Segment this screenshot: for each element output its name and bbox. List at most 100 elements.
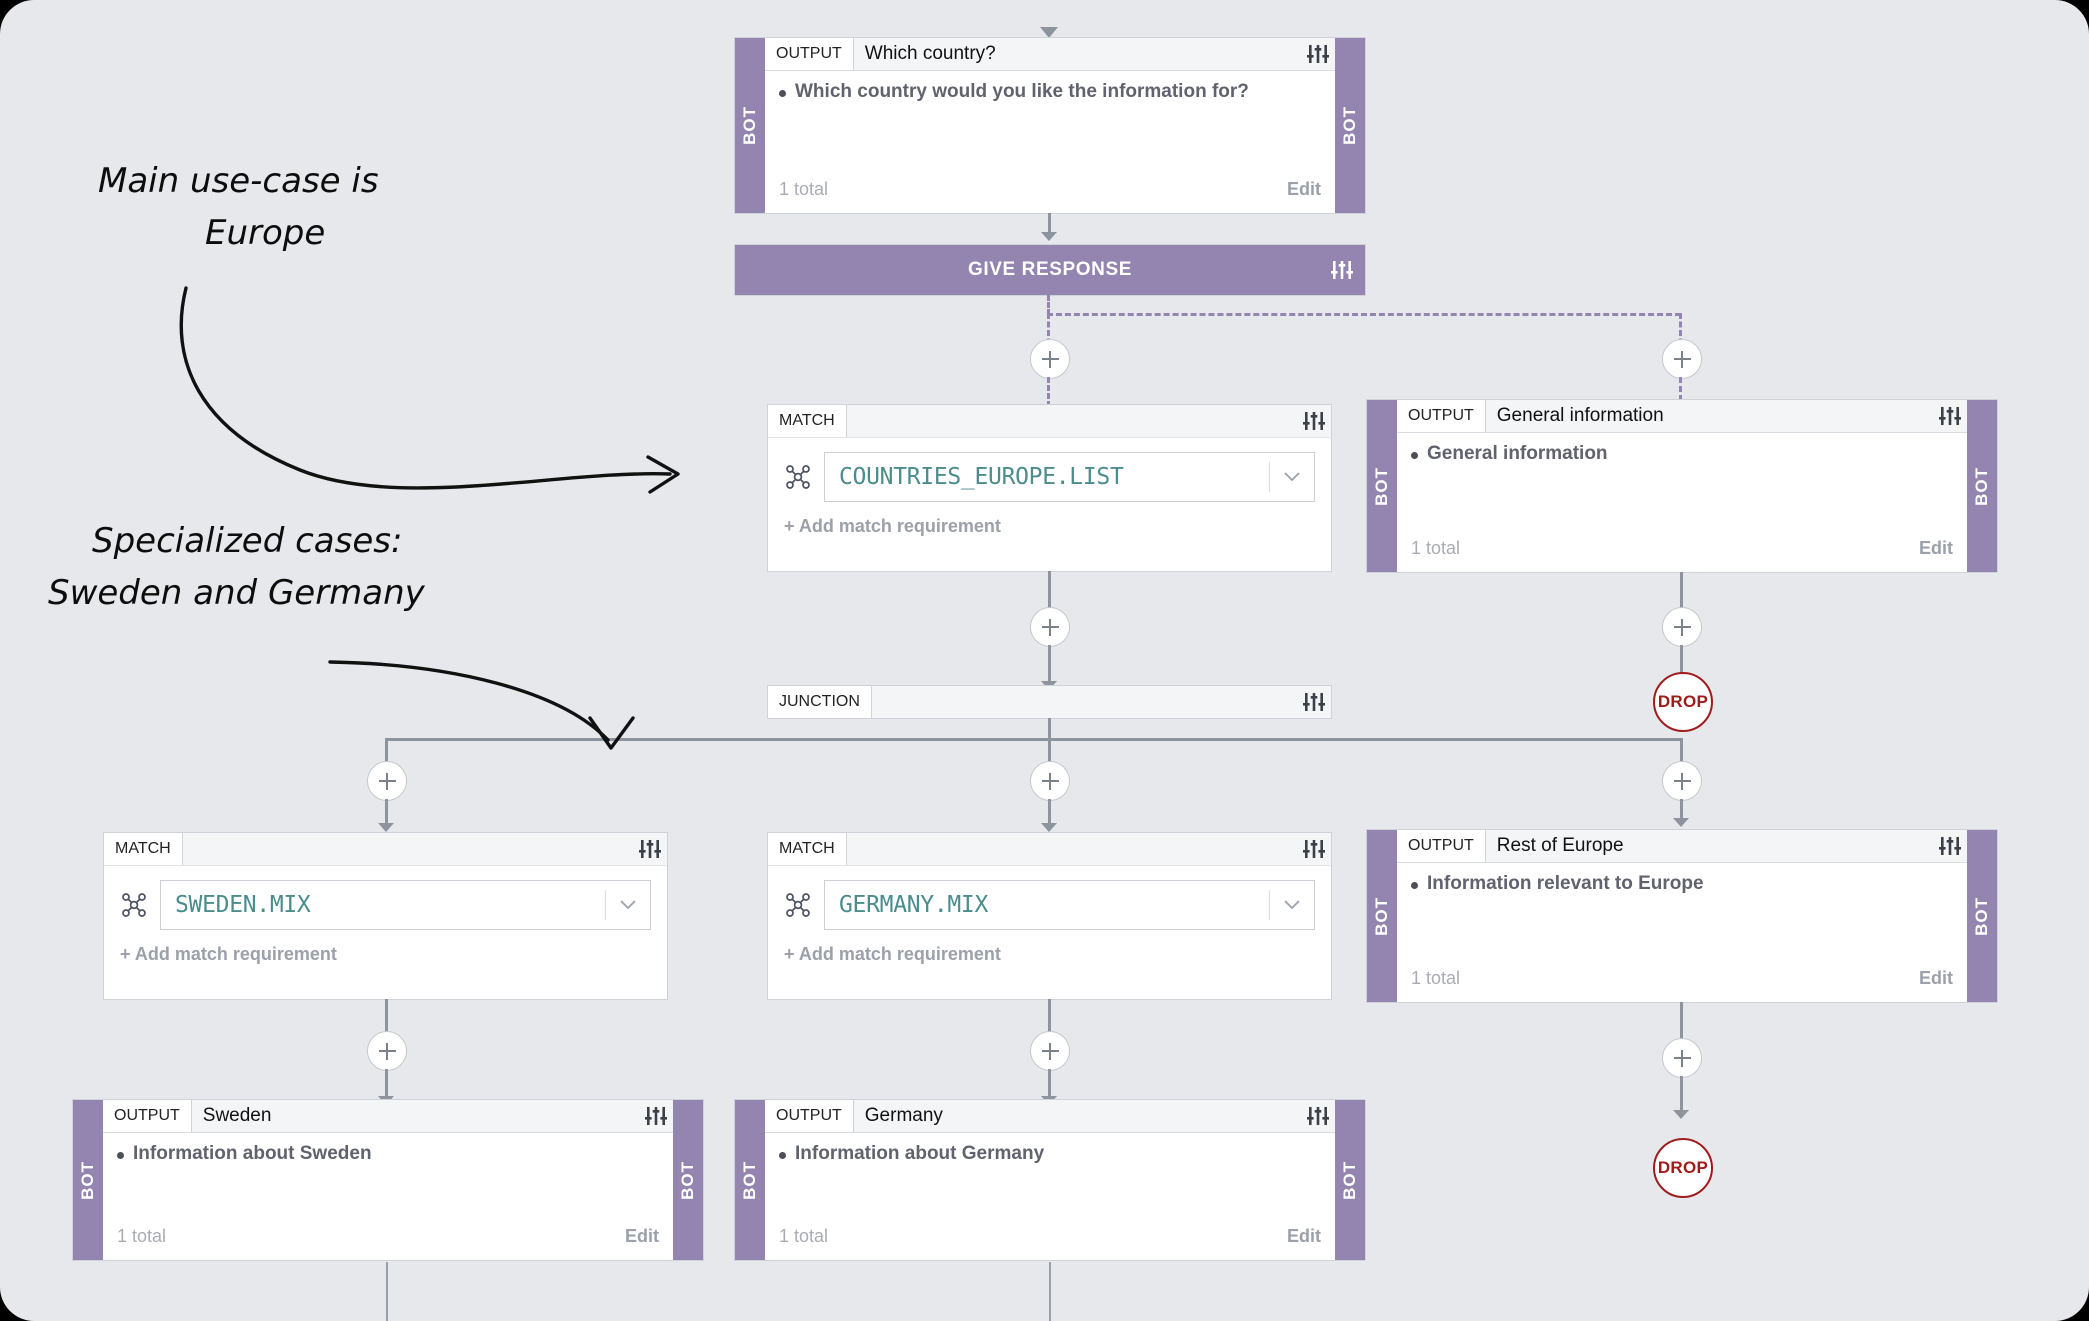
connector-line <box>385 1069 388 1101</box>
chevron-down-icon[interactable] <box>1270 472 1314 482</box>
match-value-select[interactable]: GERMANY.MIX <box>824 880 1315 930</box>
connector-line <box>1048 1069 1051 1101</box>
node-output-rest-of-europe[interactable]: BOT OUTPUT Rest of Europe Information re… <box>1367 830 1997 1002</box>
connector-line <box>1048 799 1051 827</box>
add-step-button[interactable] <box>367 1031 407 1071</box>
match-value-select[interactable]: COUNTRIES_EUROPE.LIST <box>824 452 1315 502</box>
bot-rail-left: BOT <box>1367 830 1397 1002</box>
bullet-item: Information about Germany <box>779 1143 1321 1166</box>
bullet-dot-icon <box>779 90 786 97</box>
sliders-icon[interactable] <box>1933 400 1967 432</box>
add-match-requirement-link[interactable]: + Add match requirement <box>784 944 1001 964</box>
connector-line <box>386 1262 388 1321</box>
node-title[interactable]: Germany <box>864 1105 943 1126</box>
node-junction[interactable]: JUNCTION <box>768 686 1331 718</box>
node-type-tag: JUNCTION <box>768 686 872 718</box>
node-content: Which country would you like the informa… <box>765 71 1335 171</box>
node-match-countries-europe[interactable]: MATCH <box>768 405 1331 571</box>
match-value: GERMANY.MIX <box>839 892 989 918</box>
node-header: MATCH <box>768 833 1331 866</box>
add-step-button[interactable] <box>1662 1038 1702 1078</box>
node-drop-general[interactable]: DROP <box>1653 672 1713 732</box>
add-step-button[interactable] <box>1030 1031 1070 1071</box>
sliders-icon[interactable] <box>1301 38 1335 70</box>
sliders-icon[interactable] <box>633 833 667 865</box>
node-match-sweden[interactable]: MATCH <box>104 833 667 999</box>
node-title[interactable]: Which country? <box>864 43 996 64</box>
total-count: 1 total <box>779 1225 829 1246</box>
bullet-item: Which country would you like the informa… <box>779 81 1321 104</box>
total-count: 1 total <box>1411 537 1461 558</box>
node-output-germany[interactable]: BOT OUTPUT Germany Information about Ger… <box>735 1100 1365 1260</box>
node-title[interactable]: Sweden <box>202 1105 272 1126</box>
add-match-requirement-link[interactable]: + Add match requirement <box>120 944 337 964</box>
flow-arrow-top <box>1040 27 1058 38</box>
add-step-button[interactable] <box>1662 339 1702 379</box>
drop-label: DROP <box>1657 1158 1709 1177</box>
sliders-icon[interactable] <box>639 1100 673 1132</box>
node-give-response[interactable]: GIVE RESPONSE <box>735 245 1365 295</box>
bullet-text: Information about Sweden <box>133 1143 372 1164</box>
node-header: OUTPUT General information <box>1397 400 1967 433</box>
connector-line <box>1680 799 1683 821</box>
edit-link[interactable]: Edit <box>1919 967 1953 988</box>
add-step-button[interactable] <box>1030 339 1070 379</box>
give-response-label: GIVE RESPONSE <box>967 259 1133 280</box>
node-output-general-information[interactable]: BOT OUTPUT General information General i… <box>1367 400 1997 572</box>
node-content: General information <box>1397 433 1967 530</box>
edit-link[interactable]: Edit <box>1919 537 1953 558</box>
annotation-europe-line2: Europe <box>205 213 326 253</box>
node-match-germany[interactable]: MATCH <box>768 833 1331 999</box>
node-output-which-country[interactable]: BOT OUTPUT Which country? Which country … <box>735 38 1365 213</box>
divider <box>1269 462 1270 492</box>
node-title[interactable]: General information <box>1496 405 1664 426</box>
sliders-icon[interactable] <box>1325 245 1359 295</box>
drop-label: DROP <box>1657 692 1709 711</box>
match-requirement-row: SWEDEN.MIX <box>120 880 651 930</box>
chevron-down-icon[interactable] <box>1270 900 1314 910</box>
node-body: OUTPUT Germany Information about Germany <box>765 1100 1335 1260</box>
node-body: GERMANY.MIX + Add match requirement <box>768 866 1331 999</box>
edit-link[interactable]: Edit <box>1287 1225 1321 1246</box>
sliders-icon[interactable] <box>1297 686 1331 718</box>
connector-arrow <box>1041 681 1057 690</box>
node-drop-rest-of-europe[interactable]: DROP <box>1653 1138 1713 1198</box>
edit-link[interactable]: Edit <box>1287 178 1321 199</box>
bullet-dot-icon <box>779 1152 786 1159</box>
divider <box>605 890 606 920</box>
connector-arrow <box>1041 232 1057 241</box>
connector-line <box>385 799 388 827</box>
match-requirement-row: COUNTRIES_EUROPE.LIST <box>784 452 1315 502</box>
match-value: SWEDEN.MIX <box>175 892 311 918</box>
network-graph-icon <box>784 463 812 491</box>
sliders-icon[interactable] <box>1297 833 1331 865</box>
add-step-button[interactable] <box>1030 761 1070 801</box>
node-header: OUTPUT Sweden <box>103 1100 673 1133</box>
edit-link[interactable]: Edit <box>625 1225 659 1246</box>
bot-rail-right: BOT <box>1335 1100 1365 1260</box>
sliders-icon[interactable] <box>1297 405 1331 437</box>
node-header: MATCH <box>768 405 1331 438</box>
node-footer: 1 total Edit <box>1397 960 1967 1002</box>
add-step-button[interactable] <box>1662 761 1702 801</box>
match-requirement-row: GERMANY.MIX <box>784 880 1315 930</box>
node-header: OUTPUT Which country? <box>765 38 1335 71</box>
node-type-tag: OUTPUT <box>765 38 854 70</box>
total-count: 1 total <box>117 1225 167 1246</box>
connector-dashed <box>1679 313 1682 353</box>
add-match-requirement-link[interactable]: + Add match requirement <box>784 516 1001 536</box>
match-value-select[interactable]: SWEDEN.MIX <box>160 880 651 930</box>
bot-rail-right: BOT <box>1967 830 1997 1002</box>
sliders-icon[interactable] <box>1933 830 1967 862</box>
node-output-sweden[interactable]: BOT OUTPUT Sweden Information about Swed… <box>73 1100 703 1260</box>
chevron-down-icon[interactable] <box>606 900 650 910</box>
node-title[interactable]: Rest of Europe <box>1496 835 1624 856</box>
connector-line <box>1680 645 1683 685</box>
node-type-tag: OUTPUT <box>1397 400 1486 432</box>
connector-line <box>1049 1262 1051 1321</box>
sliders-icon[interactable] <box>1301 1100 1335 1132</box>
add-step-button[interactable] <box>1662 607 1702 647</box>
connector-bus <box>385 738 1681 741</box>
